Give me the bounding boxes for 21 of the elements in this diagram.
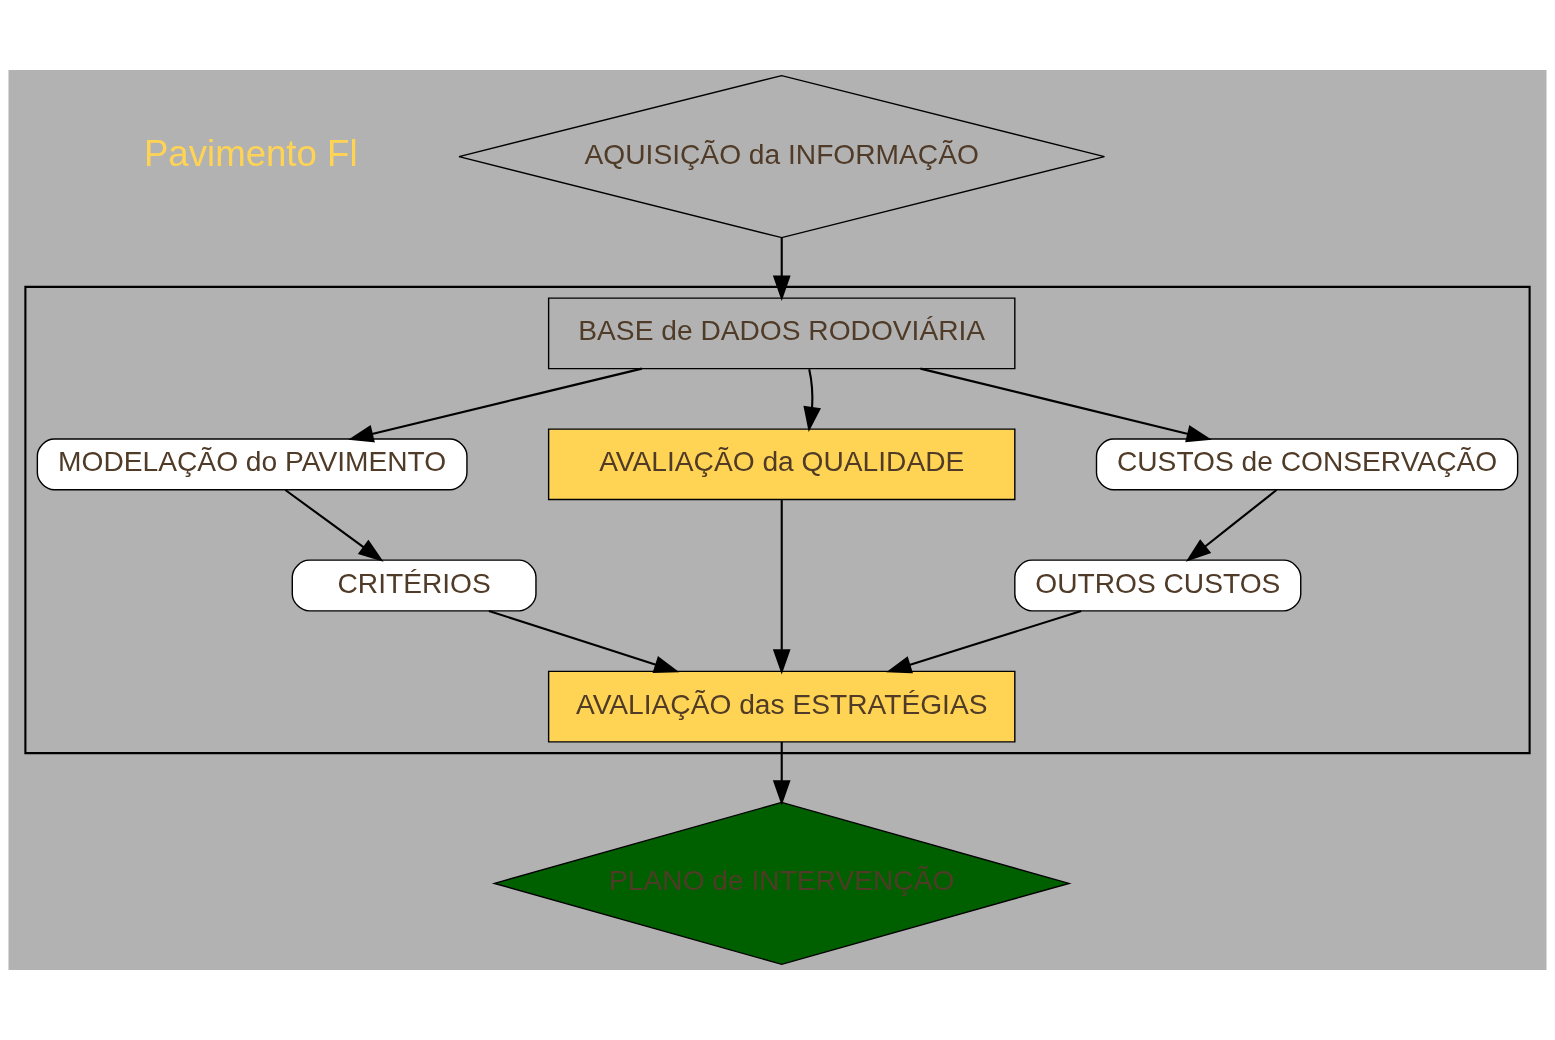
arrow xyxy=(920,367,1212,443)
node-box: OUTROS CUSTOS xyxy=(1014,559,1302,612)
node-box: AVALIAÇÃO da QUALIDADE xyxy=(547,428,1016,501)
cluster xyxy=(24,285,1531,755)
arrow xyxy=(348,367,643,443)
node-box: BASE de DADOS RODOVIÁRIA xyxy=(547,297,1016,370)
node-box: MODELAÇÃO do PAVIMENTO xyxy=(36,438,468,491)
arrow xyxy=(772,237,791,301)
arrow xyxy=(284,489,384,562)
arrow xyxy=(803,368,821,433)
node-box: CUSTOS de CONSERVAÇÃO xyxy=(1095,438,1519,491)
arrow xyxy=(772,500,791,675)
arrow xyxy=(1185,489,1278,562)
node-diamond: PLANO de INTERVENÇÃO xyxy=(491,801,1072,966)
arrow xyxy=(488,610,680,673)
node-box: AVALIAÇÃO das ESTRATÉGIAS xyxy=(547,670,1016,743)
arrow xyxy=(772,742,791,806)
arrow xyxy=(886,610,1082,674)
label: Pavimento Fl xyxy=(143,132,358,174)
node-diamond: AQUISIÇÃO da INFORMAÇÃO xyxy=(458,74,1106,239)
node-box: CRITÉRIOS xyxy=(291,559,537,612)
